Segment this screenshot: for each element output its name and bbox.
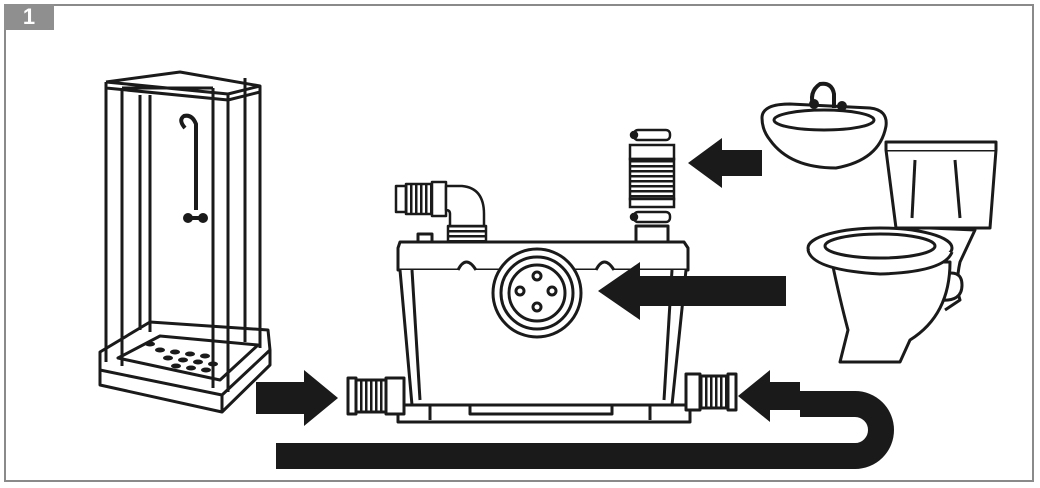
arrow-hose-inlet-icon [738, 370, 800, 422]
shower-cabin-icon [100, 72, 270, 412]
macerator-pump-icon [348, 226, 736, 422]
toilet-icon [808, 142, 996, 362]
sink-connector-icon [630, 130, 674, 222]
sink-icon [762, 84, 886, 168]
discharge-elbow-icon [396, 182, 486, 242]
arrow-sink-inlet-icon [688, 138, 762, 188]
arrow-shower-inlet-icon [256, 370, 338, 426]
